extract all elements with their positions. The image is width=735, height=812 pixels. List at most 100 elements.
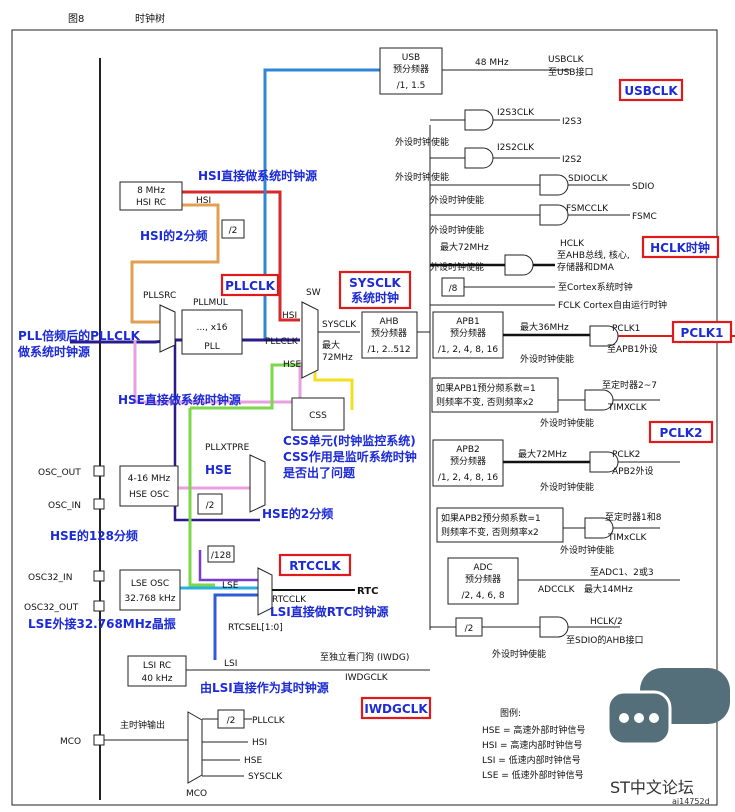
ahb-div: /1, 2..512 [367, 345, 410, 355]
max72-apb2: 最大72MHz [518, 448, 567, 460]
ahb-prescaler-box [361, 311, 418, 359]
rtcclk-tag: RTCCLK [289, 559, 341, 573]
i2s3-gate [464, 109, 494, 131]
apb1-div: /1, 2, 4, 8, 16 [438, 345, 499, 355]
sw-hse: HSE [283, 360, 301, 370]
iwdg-dest: 至独立看门狗 (IWDG) [320, 651, 409, 663]
rtcclk-label: RTCCLK [272, 595, 307, 605]
note-css1: CSS单元(时钟监控系统) [283, 433, 416, 448]
max14: 最大14MHz [584, 583, 633, 595]
apb1-note-box [431, 377, 559, 413]
apb2-note1: 如果APB2预分频系数=1 [441, 512, 541, 524]
legend-1: HSE = 高速外部时钟信号 [482, 724, 585, 736]
iwdgclk-tag: IWDGCLK [364, 702, 428, 716]
lse-osc-box [119, 569, 181, 611]
lsi-small: LSI [224, 659, 237, 669]
pclk2-gate [589, 451, 619, 473]
usbclk-tag-box [618, 78, 684, 102]
note-lsi-rtc: LSI直接做RTC时钟源 [270, 604, 388, 619]
div128-box [207, 545, 235, 563]
adc-dest: 至ADC1、2或3 [590, 566, 654, 578]
adc-prescaler-box [447, 557, 519, 605]
hse-osc-freq: 4-16 MHz [128, 474, 171, 484]
mco-hsi: HSI [252, 738, 267, 748]
osc32-out-pin [93, 600, 105, 612]
periph-en-3: 外设时钟使能 [430, 194, 484, 206]
note-lse-ext: LSE外接32.768MHz晶振 [28, 616, 176, 631]
lsi-rc-freq: 40 kHz [141, 674, 172, 684]
max72-hclk: 最大72MHz [440, 241, 489, 253]
pllmul-label: PLLMUL [193, 298, 228, 308]
ahb-sub: 预分频器 [371, 327, 407, 339]
cortex-sys: 至Cortex系统时钟 [558, 281, 633, 293]
hse128-path [198, 550, 262, 582]
pclk2-tag: PCLK2 [660, 426, 703, 440]
max36: 最大36MHz [520, 321, 569, 333]
hclk-tag: HCLK时钟 [650, 240, 710, 255]
note-hse-div2: HSE的2分频 [262, 506, 333, 521]
tim27-label: 至定时器2~7 [602, 379, 657, 391]
sdio-gate [539, 174, 569, 196]
css-green-path2 [190, 363, 300, 410]
div128: /128 [211, 551, 231, 561]
i2s3clk-label: I2S3CLK [497, 108, 535, 118]
hse-osc-name: HSE OSC [129, 490, 169, 500]
pllclk-tag: PLLCLK [225, 279, 276, 293]
rtcclk-tag-box [278, 553, 352, 577]
sdio-ahb-gate [539, 616, 569, 638]
timxclk2-label: TIMxCLK [607, 533, 648, 543]
periph-en-10: 外设时钟使能 [492, 648, 546, 660]
hclk-label: HCLK [560, 239, 585, 249]
hse-div2-box [197, 493, 223, 515]
note-css2: CSS作用是监听系统时钟 [283, 449, 417, 464]
mco-mux [187, 711, 203, 784]
lse-osc-freq: 32.768 kHz [124, 594, 175, 604]
hsi-small: HSI [196, 196, 211, 206]
periph-en-1: 外设时钟使能 [395, 136, 449, 148]
lsi-rtc-path [213, 593, 260, 660]
pclk1-gate [589, 325, 619, 347]
pclk2-label: PCLK2 [612, 450, 640, 460]
i2s2-out: I2S2 [562, 155, 582, 165]
osc-out-pin [93, 465, 105, 477]
tim18-label: 至定时器1和8 [605, 511, 662, 523]
apb1-title: APB1 [456, 317, 479, 327]
chat-bubble-icon [606, 668, 730, 746]
hsi-rc-freq: 8 MHz [137, 186, 165, 196]
hclk-dest2: 存储器和DMA [557, 261, 615, 273]
apb2-dest: APB2外设 [612, 465, 654, 477]
legend-4: LSE = 低速外部时钟信号 [482, 769, 584, 781]
hsi-rc-box [119, 181, 183, 211]
pllsrc-label: PLLSRC [143, 291, 176, 301]
legend-2: HSI = 高速内部时钟信号 [482, 739, 582, 751]
hsi-div2-path [130, 203, 220, 324]
apb2-title: APB2 [456, 445, 479, 455]
iwdgclk-label: IWDGCLK [345, 673, 389, 683]
note-hse-div128: HSE的128分频 [50, 528, 138, 543]
hsi-rc-name: HSI RC [136, 198, 166, 208]
hsi-direct-path [182, 190, 300, 322]
apb1-sub: 预分频器 [450, 327, 486, 339]
watermark-brand: ST中文论坛 [610, 778, 694, 797]
pllxtpre-mux [249, 454, 266, 513]
max72-sys: 最大 [322, 339, 340, 351]
hclk-gate [504, 254, 534, 276]
usb-title: USB [402, 53, 420, 63]
apb1-dest: 至APB1外设 [607, 343, 658, 355]
usb-dest: 至USB接口 [548, 66, 593, 78]
note-hse-direct: HSE直接做系统时钟源 [118, 392, 241, 407]
sysclk-label: SYSCLK [322, 320, 357, 330]
sw-label: SW [306, 288, 321, 298]
apb2-div: /1, 2, 4, 8, 16 [438, 473, 499, 483]
sysclk-tag2: 系统时钟 [351, 290, 399, 305]
div8: /8 [449, 284, 458, 294]
usb-div: /1, 1.5 [397, 81, 426, 91]
apb1-note2: 则频率不变, 否则频率x2 [436, 396, 534, 408]
i2s2-gate [464, 147, 494, 169]
ahb-title: AHB [379, 317, 398, 327]
fsmc-gate [539, 204, 569, 226]
figure-number: 图8 [68, 13, 84, 25]
mco-div2: /2 [227, 716, 236, 726]
legend-title: 图例: [500, 707, 521, 719]
pll-mult: ..., x16 [196, 323, 227, 333]
